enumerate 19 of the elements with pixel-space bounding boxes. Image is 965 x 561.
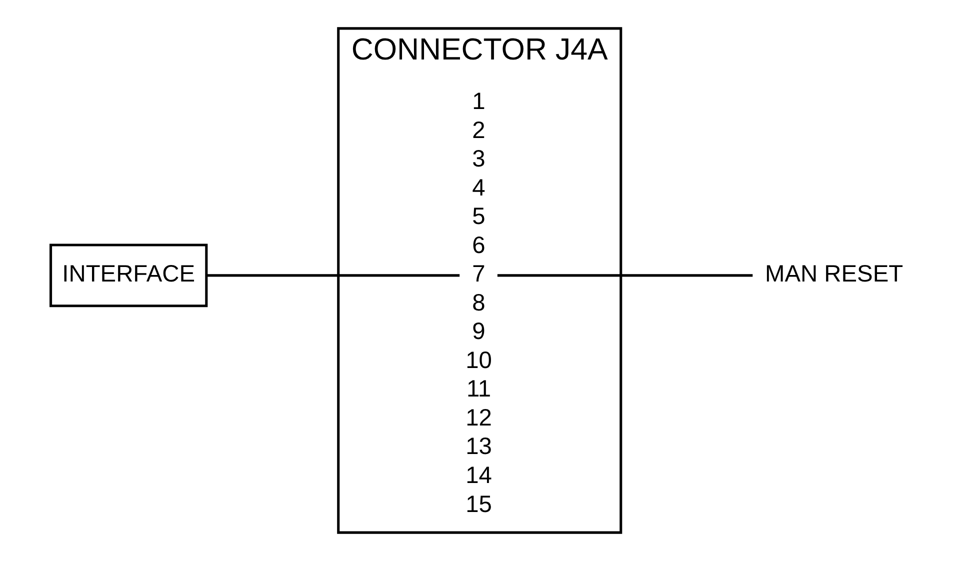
node-text: 11: [466, 376, 491, 403]
node-box: INTERFACE: [49, 244, 208, 308]
node-text: 12: [465, 405, 492, 432]
node-text: 15: [465, 492, 492, 518]
node-text: 5: [472, 204, 485, 230]
node-text: 3: [472, 146, 485, 173]
node-text: 14: [465, 463, 492, 489]
node-text: 13: [465, 434, 492, 460]
node-text: 7: [472, 262, 485, 288]
node-text: 10: [465, 348, 492, 374]
node-text: 9: [472, 319, 485, 346]
connector: [496, 274, 752, 277]
node-text: 6: [472, 232, 485, 259]
node-text: 2: [472, 118, 485, 144]
node-text: MAN RESET: [764, 262, 903, 288]
connector: [206, 274, 460, 277]
node-text: 1: [472, 89, 485, 116]
node-text: 8: [472, 290, 485, 316]
node-text: 4: [472, 175, 485, 202]
